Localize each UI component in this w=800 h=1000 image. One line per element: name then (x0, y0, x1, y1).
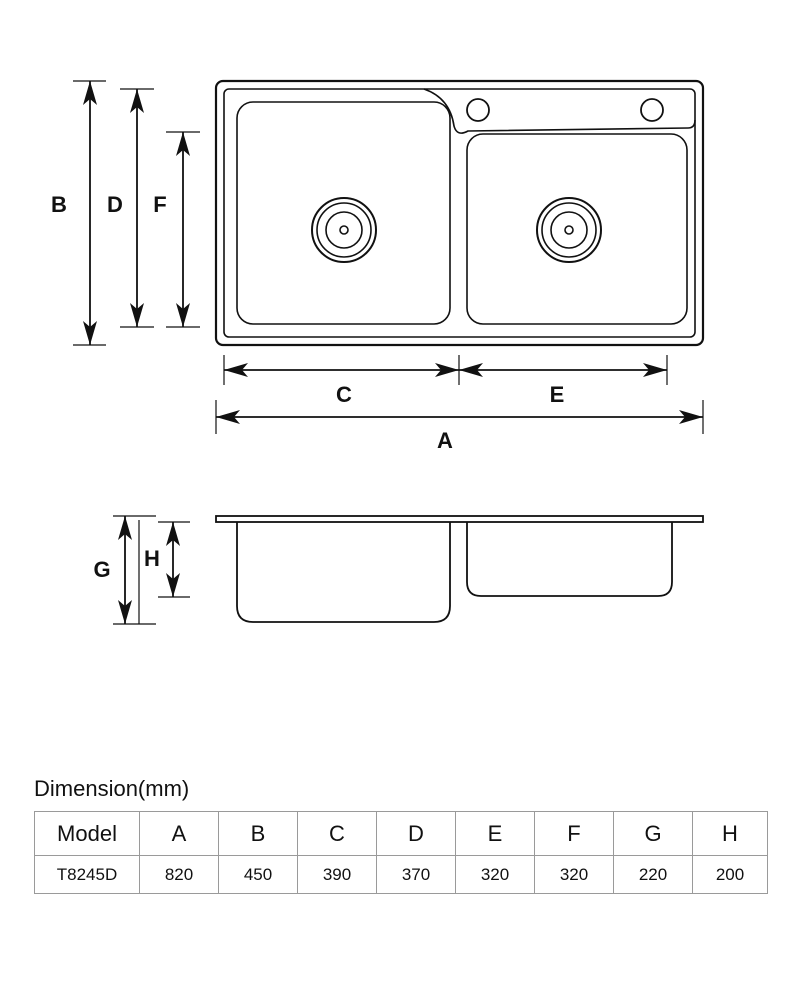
tap-hole-right (640, 98, 664, 122)
cell-A: 820 (139, 855, 219, 894)
label-D: D (107, 192, 123, 217)
header-G: G (613, 811, 693, 856)
header-B: B (218, 811, 298, 856)
dimension-table: Model A B C D E F G H T8245D 820 450 390… (34, 811, 768, 894)
sink-technical-drawing: B D F C E A G H (51, 79, 705, 625)
table-row: T8245D 820 450 390 370 320 320 220 200 (34, 855, 768, 894)
dimension-lines-horizontal (215, 355, 704, 434)
dimension-lines-side (113, 515, 190, 625)
right-basin (466, 133, 688, 325)
label-B: B (51, 192, 67, 217)
cell-F: 320 (534, 855, 614, 894)
label-E: E (550, 382, 565, 407)
table-header-row: Model A B C D E F G H (34, 811, 768, 856)
sink-inner-rim (223, 88, 696, 338)
side-left-bowl (236, 522, 451, 623)
label-A: A (437, 428, 453, 453)
sink-top-view (214, 79, 705, 347)
right-drain-icon (536, 197, 602, 263)
label-C: C (336, 382, 352, 407)
cell-G: 220 (613, 855, 693, 894)
side-rim (215, 515, 704, 523)
cell-H: 200 (692, 855, 768, 894)
cell-model: T8245D (34, 855, 140, 894)
sink-side-view (215, 515, 704, 623)
spec-title: Dimension(mm) (34, 776, 190, 801)
header-C: C (297, 811, 377, 856)
sink-outer-rim (214, 79, 705, 347)
cell-B: 450 (218, 855, 298, 894)
label-H: H (144, 546, 160, 571)
cell-D: 370 (376, 855, 456, 894)
header-H: H (692, 811, 768, 856)
header-F: F (534, 811, 614, 856)
left-drain-icon (311, 197, 377, 263)
header-D: D (376, 811, 456, 856)
label-F: F (153, 192, 166, 217)
cell-C: 390 (297, 855, 377, 894)
deck-contour (423, 88, 696, 134)
left-basin (236, 101, 451, 325)
side-right-bowl (466, 522, 673, 597)
cell-E: 320 (455, 855, 535, 894)
header-A: A (139, 811, 219, 856)
dimension-lines-vertical (73, 80, 200, 346)
header-E: E (455, 811, 535, 856)
header-model: Model (34, 811, 140, 856)
label-G: G (93, 557, 110, 582)
tap-hole-left (466, 98, 490, 122)
